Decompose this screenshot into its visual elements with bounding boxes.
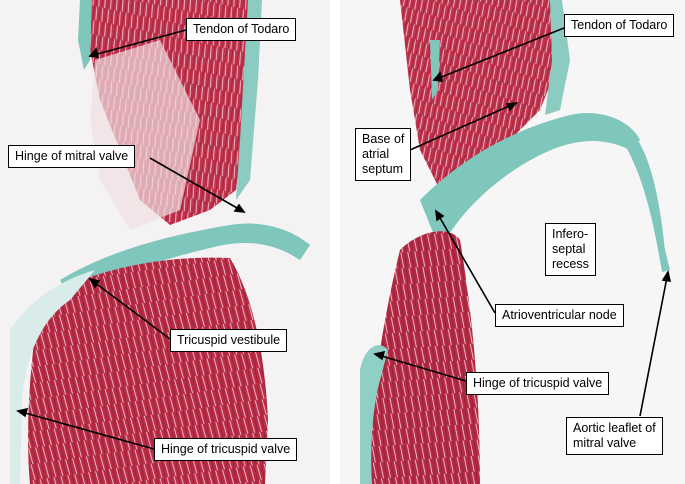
todaro-strip [78, 0, 92, 70]
label-tendon-of-todaro-left: Tendon of Todaro [186, 18, 297, 41]
right-edge-fibrous [236, 0, 262, 200]
label-tendon-of-todaro-right: Tendon of Todaro [564, 14, 675, 37]
label-atrioventricular-node: Atrioventricular node [495, 304, 624, 327]
right-histology-panel [340, 0, 685, 484]
right-tissue-section [360, 0, 670, 484]
tricuspid-vestibule-edge [10, 270, 95, 484]
fibrous-band [60, 223, 310, 300]
left-tissue-section [10, 0, 310, 484]
label-base-of-atrial-septum: Base of atrial septum [355, 128, 412, 181]
label-tricuspid-vestibule: Tricuspid vestibule [170, 329, 288, 352]
label-hinge-of-tricuspid-valve-left: Hinge of tricuspid valve [154, 438, 298, 461]
label-aortic-leaflet-of-mitral-valve: Aortic leaflet of mitral valve [566, 417, 663, 455]
left-histology-panel [0, 0, 330, 484]
aortic-leaflet [625, 130, 670, 272]
tricuspid-leaflet [360, 345, 388, 484]
label-infero-septal-recess: Infero- septal recess [545, 223, 596, 276]
label-hinge-of-mitral-valve: Hinge of mitral valve [8, 145, 136, 168]
label-hinge-of-tricuspid-valve-right: Hinge of tricuspid valve [466, 372, 610, 395]
